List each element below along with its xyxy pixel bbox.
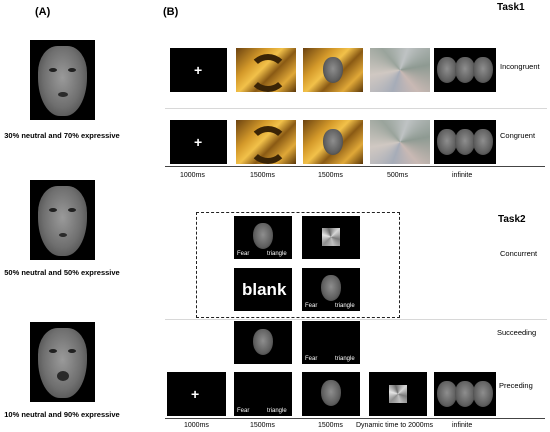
face bbox=[321, 380, 341, 406]
noise-target-frame bbox=[302, 216, 360, 259]
choice-face-1 bbox=[437, 57, 457, 83]
snake-face-frame bbox=[303, 120, 363, 164]
fixation-frame: + bbox=[170, 48, 227, 92]
face-frame bbox=[234, 321, 292, 364]
face-eye-left bbox=[49, 349, 57, 353]
noise-target-frame bbox=[369, 372, 427, 416]
snake-coil bbox=[248, 126, 288, 164]
timing-label: infinite bbox=[452, 422, 473, 429]
caption-90-expressive: 10% neutral and 90% expressive bbox=[4, 410, 120, 419]
panel-label-b: (B) bbox=[163, 6, 179, 18]
face-overlay bbox=[323, 129, 343, 155]
fear-label: Fear bbox=[237, 251, 250, 257]
choice-face-3 bbox=[473, 129, 493, 155]
triangle-label: triangle bbox=[267, 251, 287, 257]
condition-incongruent: Incongruent bbox=[500, 62, 540, 71]
face-shape bbox=[38, 328, 87, 398]
fear-face bbox=[321, 275, 341, 301]
face-frame bbox=[302, 372, 360, 416]
noise-mask bbox=[370, 48, 430, 92]
timing-label: Dynamic time to 2000ms bbox=[356, 422, 434, 429]
fear-face bbox=[253, 223, 273, 249]
timing-label: infinite bbox=[452, 172, 473, 179]
face-overlay bbox=[323, 57, 343, 83]
fixation-cross: + bbox=[191, 386, 200, 402]
face-choice-frame bbox=[434, 48, 496, 92]
condition-concurrent: Concurrent bbox=[500, 249, 538, 258]
face bbox=[253, 329, 273, 355]
face-shape bbox=[38, 186, 87, 256]
snake-image-frame bbox=[236, 120, 296, 164]
blank-frame: blank bbox=[234, 268, 292, 311]
task2-label: Task2 bbox=[498, 214, 526, 225]
face-mouth bbox=[59, 233, 67, 237]
fear-label: Fear bbox=[305, 303, 318, 309]
timing-label: 1500ms bbox=[318, 172, 343, 179]
fear-face-frame: Fear triangle bbox=[302, 268, 360, 311]
face-choice-frame bbox=[434, 372, 496, 416]
face-choice-frame bbox=[434, 120, 496, 164]
snake-image-frame bbox=[236, 48, 296, 92]
choice-face-2 bbox=[455, 381, 475, 407]
condition-preceding: Preceding bbox=[499, 381, 533, 390]
face-image-70-expressive bbox=[30, 40, 95, 120]
choice-face-3 bbox=[473, 381, 493, 407]
row-separator bbox=[165, 108, 547, 109]
noise-patch bbox=[322, 228, 340, 246]
timeline-axis-task1 bbox=[165, 166, 545, 167]
caption-70-expressive: 30% neutral and 70% expressive bbox=[4, 131, 120, 140]
timing-label: 1500ms bbox=[250, 422, 275, 429]
choice-face-2 bbox=[455, 129, 475, 155]
fixation-frame: + bbox=[170, 120, 227, 164]
timing-label: 1500ms bbox=[318, 422, 343, 429]
concurrent-dashed-box bbox=[196, 212, 400, 318]
fixation-cross: + bbox=[194, 134, 203, 150]
snake-coil bbox=[248, 54, 288, 92]
face-image-50-expressive bbox=[30, 180, 95, 260]
task1-label: Task1 bbox=[497, 2, 525, 13]
fixation-frame: + bbox=[167, 372, 226, 416]
fixation-cross: + bbox=[194, 62, 203, 78]
mask-frame bbox=[370, 120, 430, 164]
face-shape bbox=[38, 46, 87, 116]
face-eye-right bbox=[68, 68, 76, 72]
triangle-label: triangle bbox=[335, 356, 355, 362]
face-eye-right bbox=[68, 349, 76, 353]
timing-label: 1500ms bbox=[250, 172, 275, 179]
fear-face-frame: Fear triangle bbox=[234, 216, 292, 259]
face-eye-left bbox=[49, 208, 57, 212]
choice-face-1 bbox=[437, 381, 457, 407]
timing-label: 1000ms bbox=[180, 172, 205, 179]
face-image-90-expressive bbox=[30, 322, 95, 402]
condition-succeeding: Succeeding bbox=[497, 328, 537, 337]
noise-patch bbox=[389, 385, 407, 403]
row-separator bbox=[165, 319, 547, 320]
choice-face-3 bbox=[473, 57, 493, 83]
fear-label: Fear bbox=[237, 408, 250, 414]
choice-face-1 bbox=[437, 129, 457, 155]
triangle-label: triangle bbox=[335, 303, 355, 309]
triangle-label: triangle bbox=[267, 408, 287, 414]
snake-face-frame bbox=[303, 48, 363, 92]
face-mouth bbox=[58, 92, 68, 97]
condition-congruent: Congruent bbox=[500, 131, 536, 140]
timing-label: 500ms bbox=[387, 172, 409, 179]
timing-label: 1000ms bbox=[184, 422, 209, 429]
panel-label-a: (A) bbox=[35, 6, 51, 18]
label-frame: Fear triangle bbox=[302, 321, 360, 364]
caption-50-expressive: 50% neutral and 50% expressive bbox=[4, 268, 120, 277]
timeline-axis-task2 bbox=[165, 418, 545, 419]
mask-frame bbox=[370, 48, 430, 92]
face-mouth bbox=[57, 371, 69, 381]
fear-label: Fear bbox=[305, 356, 318, 362]
face-eye-right bbox=[68, 208, 76, 212]
blank-label: blank bbox=[242, 280, 287, 299]
choice-face-2 bbox=[455, 57, 475, 83]
noise-mask bbox=[370, 120, 430, 164]
label-frame: Fear triangle bbox=[234, 372, 292, 416]
face-eye-left bbox=[49, 68, 57, 72]
